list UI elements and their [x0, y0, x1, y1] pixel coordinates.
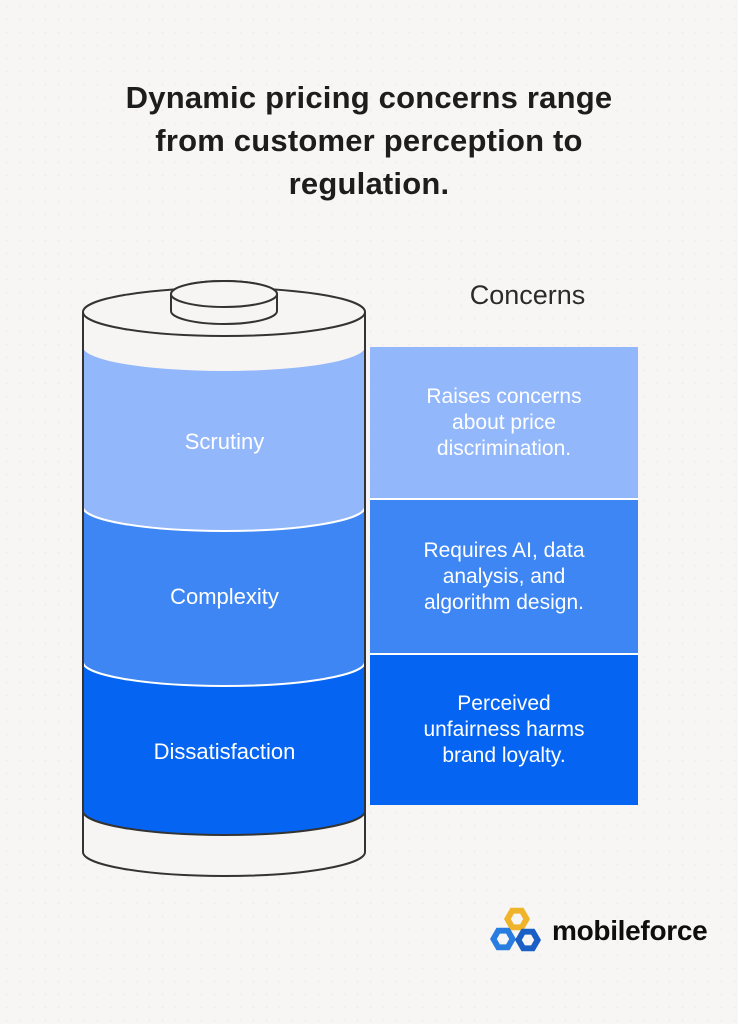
concerns-column: Raises concerns about price discriminati…	[370, 347, 638, 805]
concern-box-complexity: Requires AI, data analysis, and algorith…	[370, 500, 638, 653]
segment-separator	[82, 506, 366, 532]
battery-segment-dissatisfaction	[83, 662, 365, 835]
mobileforce-logo: mobileforce	[489, 905, 708, 957]
logo-hexagon-blue	[490, 927, 516, 951]
battery-illustration	[82, 280, 366, 877]
mobileforce-logo-icon	[490, 907, 541, 952]
title-line: Dynamic pricing concerns range	[125, 80, 613, 115]
logo-hexagon-dark-blue	[515, 928, 541, 952]
concern-text: Requires AI, data analysis, and algorith…	[423, 538, 585, 614]
title-line: from customer perception to	[155, 123, 583, 158]
segment-separator	[82, 661, 366, 687]
battery-segment-scrutiny	[83, 347, 365, 531]
concern-text: Raises concerns about price discriminati…	[426, 384, 582, 460]
battery-label-complexity: Complexity	[170, 584, 279, 609]
battery-cap-top	[170, 280, 278, 308]
page-title: Dynamic pricing concerns range from cust…	[0, 76, 738, 205]
concern-box-scrutiny: Raises concerns about price discriminati…	[370, 347, 638, 498]
battery-label-scrutiny: Scrutiny	[184, 429, 265, 454]
battery-label-dissatisfaction: Dissatisfaction	[153, 739, 296, 764]
mobileforce-logo-text: mobileforce	[552, 915, 708, 946]
battery-segment-complexity	[83, 507, 365, 686]
concern-box-dissatisfaction: Perceived unfairness harms brand loyalty…	[370, 655, 638, 805]
concerns-column-header: Concerns	[469, 280, 586, 310]
logo-hexagon-yellow	[504, 907, 530, 931]
battery-outline-sides	[82, 312, 366, 852]
concern-text: Perceived unfairness harms brand loyalty…	[423, 692, 585, 767]
title-line: regulation.	[288, 166, 450, 201]
